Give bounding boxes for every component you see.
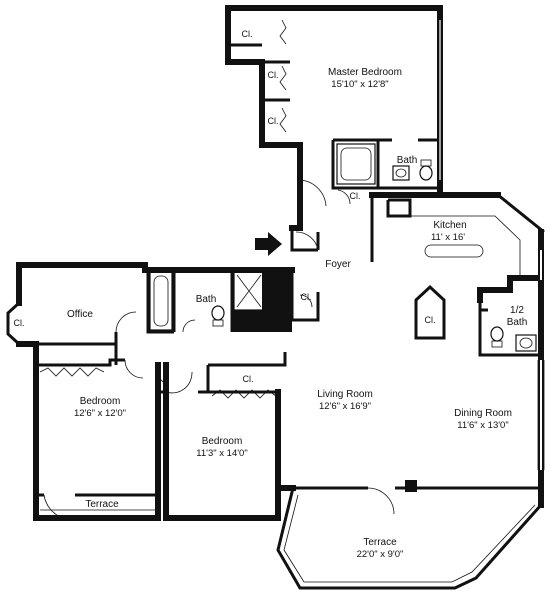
kitchen-counter: [424, 244, 484, 258]
bedroom-2-name: Bedroom: [202, 436, 243, 447]
fixtures: [39, 19, 537, 399]
toilet-icon: [419, 165, 433, 181]
sink-icon: [392, 165, 410, 181]
toilet-3-icon: [490, 326, 504, 342]
closet-label-master-bath: Cl.: [350, 191, 361, 201]
terrace-small-name: Terrace: [85, 499, 119, 510]
closet-label-kitchen: Cl.: [425, 315, 436, 325]
master-bath-label: Bath: [397, 155, 418, 166]
bath-tub-2-icon: [149, 271, 173, 331]
closet-label-master-1: Cl.: [242, 29, 253, 39]
foyer-name: Foyer: [325, 259, 351, 270]
closet-label-foyer: Cl.: [301, 292, 312, 302]
dining-room-name: Dining Room: [454, 408, 512, 419]
sink-3-icon: [515, 334, 537, 352]
kitchen-name: Kitchen: [433, 220, 466, 231]
office-name: Office: [67, 309, 93, 320]
terrace-outline: [276, 487, 543, 590]
bedroom-2-dim: 11'3" x 14'0": [196, 448, 247, 459]
terrace-main-name: Terrace: [363, 537, 397, 548]
closet-label-master-3: Cl.: [268, 116, 279, 126]
master-bedroom-name: Master Bedroom: [328, 67, 402, 78]
toilet-2-icon: [211, 305, 225, 321]
closet-label-office: Cl.: [14, 318, 25, 328]
doors: [43, 179, 395, 521]
kitchen-dim: 11' x 16': [431, 232, 465, 243]
bedroom-1-name: Bedroom: [80, 396, 121, 407]
walls: [6, 5, 545, 521]
dining-room-dim: 11'6" x 13'0": [457, 420, 508, 431]
room-labels: Master Bedroom 15'10" x 12'8" Bath Kitch…: [67, 67, 527, 560]
living-room-dim: 12'6" x 16'9": [319, 401, 371, 412]
closet-label-master-2: Cl.: [268, 70, 279, 80]
half-bath-name-top: 1/2: [510, 305, 524, 316]
bath-name: Bath: [196, 294, 217, 305]
bedroom-1-dim: 12'6" x 12'0": [74, 408, 126, 419]
master-bedroom-dim: 15'10" x 12'8": [331, 79, 388, 90]
terrace-main-dim: 22'0" x 9'0": [357, 549, 404, 560]
bathtub-icon: [336, 143, 376, 185]
living-room-name: Living Room: [317, 389, 373, 400]
entry-arrow-icon: [255, 232, 282, 256]
closet-labels: Cl. Cl. Cl. Cl. Cl. Cl. Cl. Cl.: [14, 29, 436, 384]
windows: [439, 20, 545, 470]
half-bath-name-bottom: Bath: [507, 317, 528, 328]
closet-label-bedroom-2: Cl.: [243, 374, 254, 384]
